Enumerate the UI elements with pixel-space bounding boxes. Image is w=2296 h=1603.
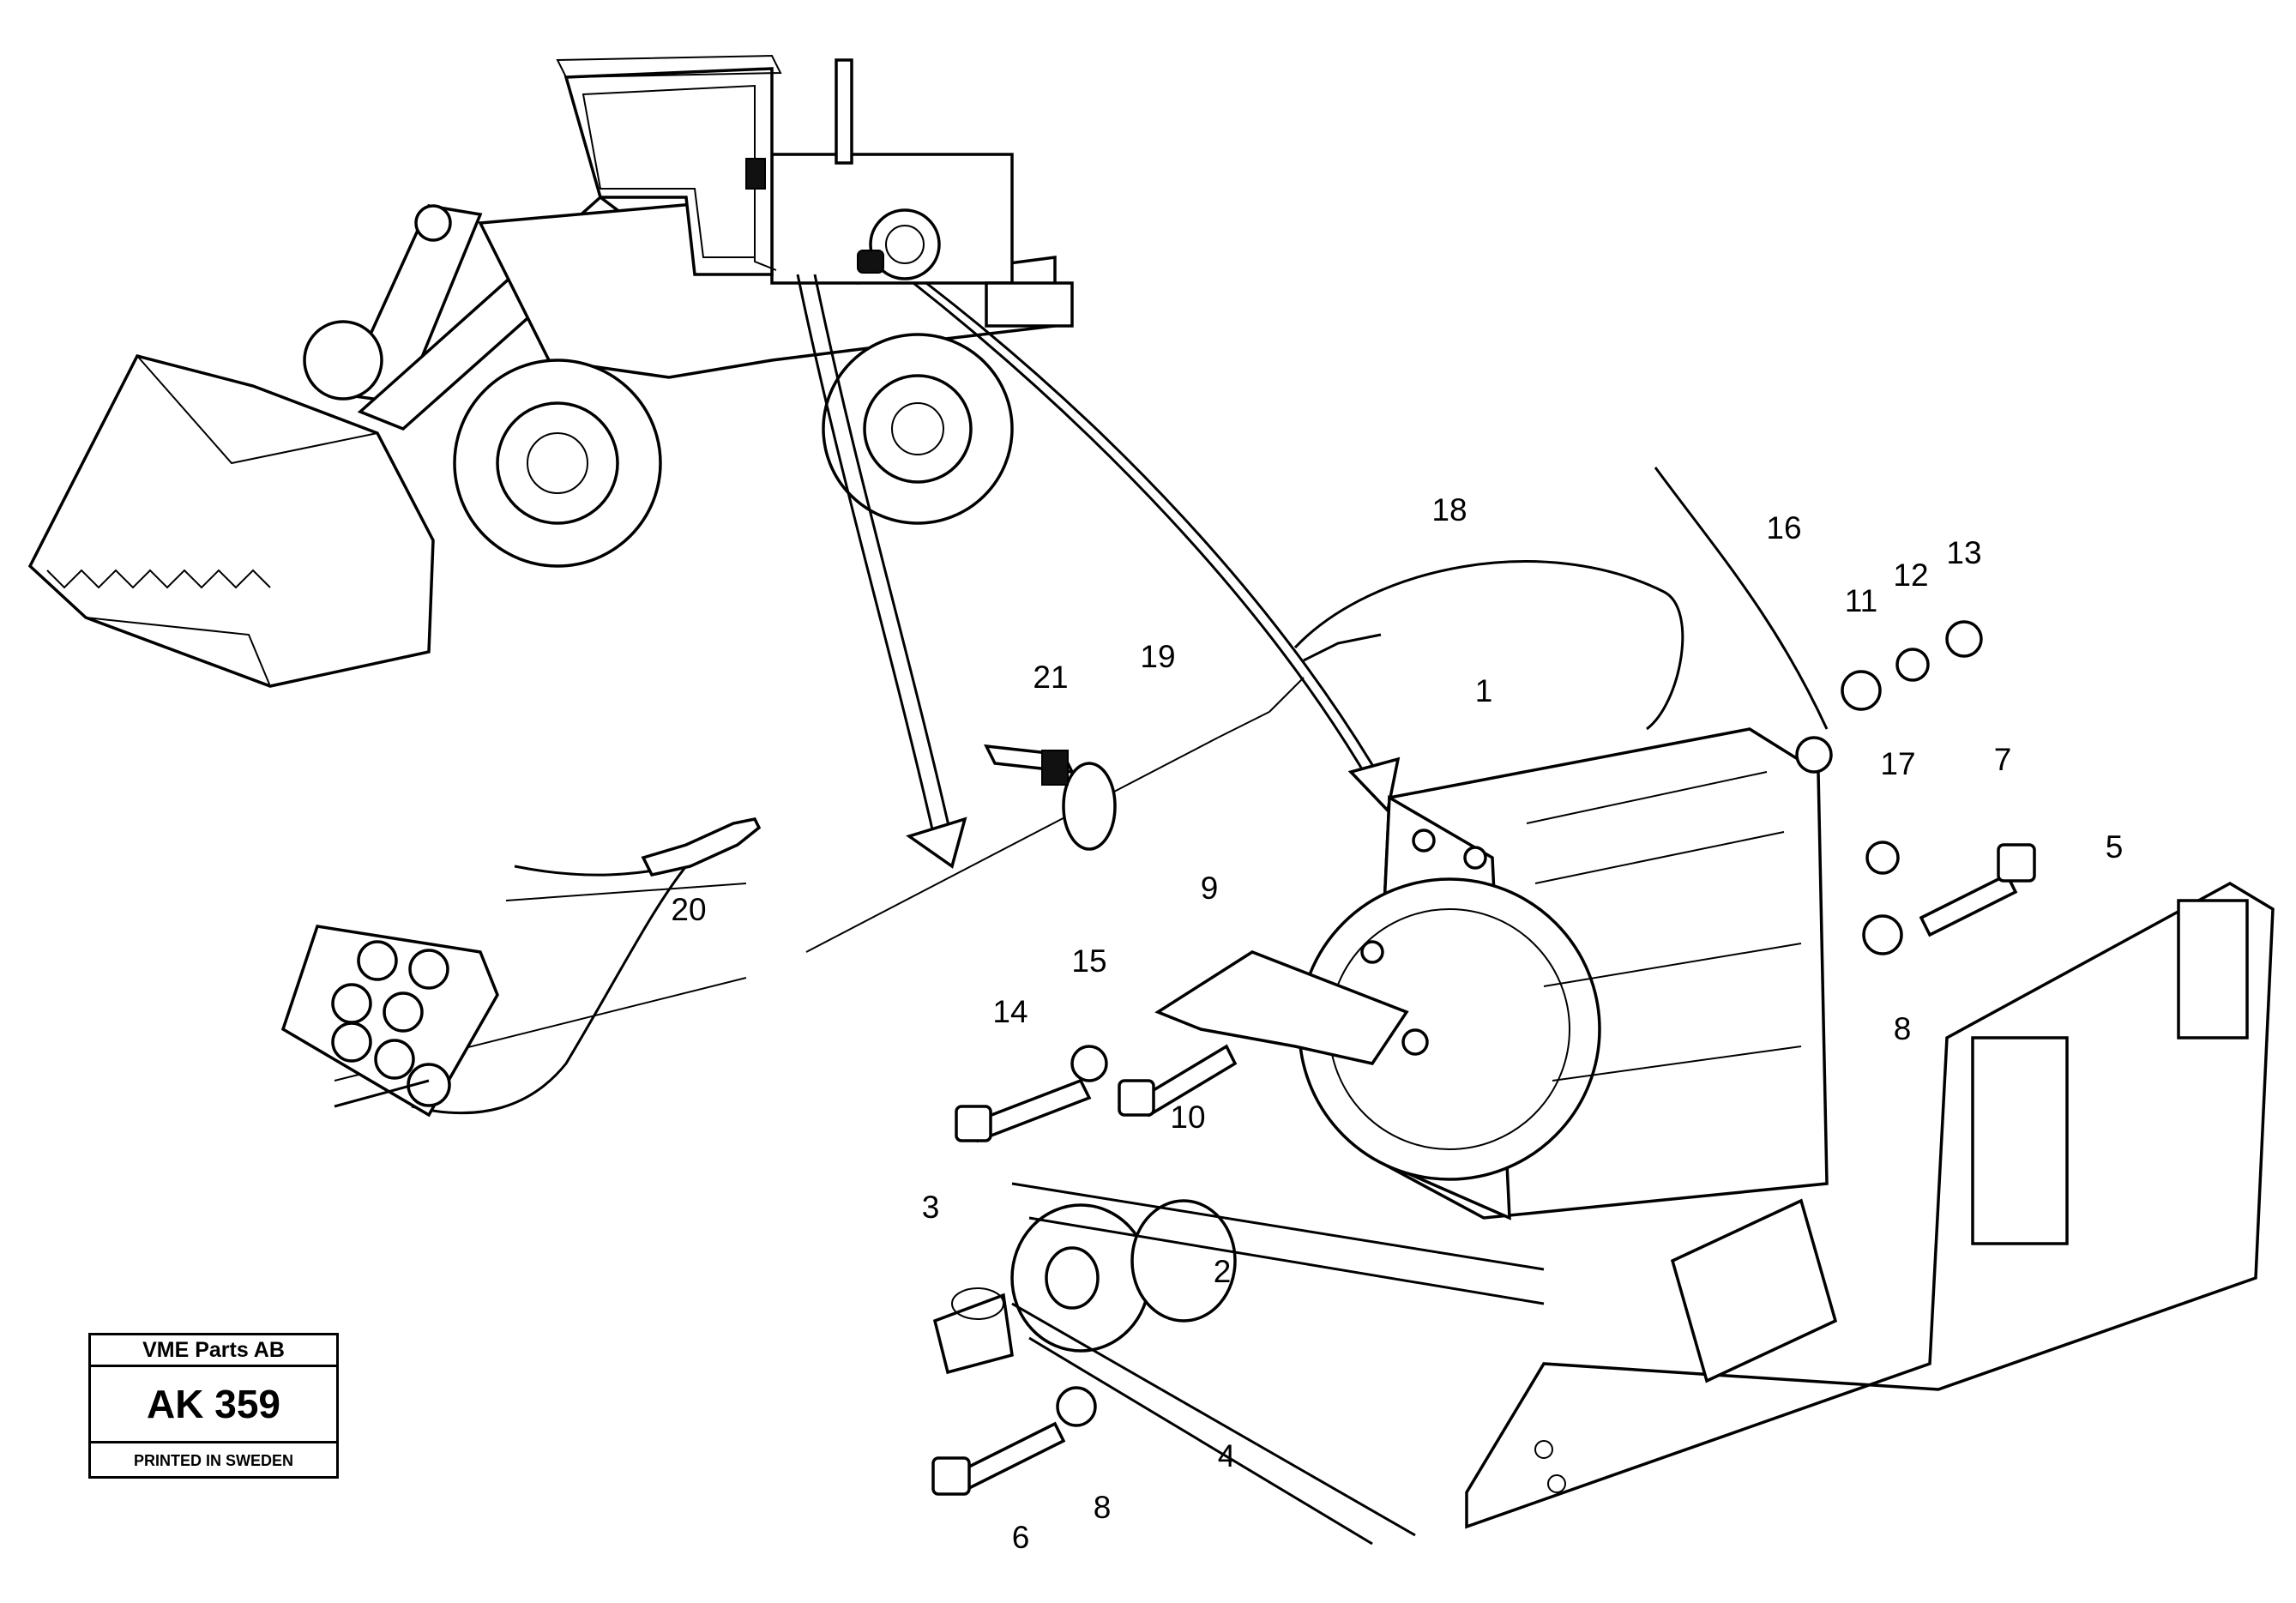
company-name: VME Parts AB bbox=[91, 1335, 336, 1367]
alternator bbox=[1298, 727, 1829, 1220]
callout-18: 18 bbox=[1431, 492, 1467, 527]
callout-21: 21 bbox=[1033, 660, 1068, 695]
callout-6: 6 bbox=[1012, 1520, 1030, 1555]
wiring-harness bbox=[334, 467, 1829, 1115]
callout-16: 16 bbox=[1766, 510, 1801, 545]
callout-9: 9 bbox=[1201, 871, 1219, 906]
wheel-loader-illustration bbox=[27, 54, 1074, 688]
printed-note: PRINTED IN SWEDEN bbox=[133, 1452, 293, 1469]
callout-10: 10 bbox=[1170, 1100, 1205, 1135]
bolts-and-washers bbox=[931, 620, 2036, 1496]
callout-15: 15 bbox=[1071, 943, 1106, 979]
callout-14: 14 bbox=[992, 994, 1027, 1029]
callout-11: 11 bbox=[1845, 583, 1877, 618]
info-box: VME Parts AB AK 359 PRINTED IN SWEDEN bbox=[88, 1333, 339, 1479]
pulley-assembly bbox=[932, 1182, 1545, 1546]
diagram-code: AK 359 bbox=[91, 1367, 336, 1443]
callout-13: 13 bbox=[1946, 535, 1981, 570]
leader-arrows bbox=[796, 274, 1401, 869]
callout-12: 12 bbox=[1893, 557, 1928, 593]
callout-1: 1 bbox=[1475, 673, 1493, 708]
callout-5: 5 bbox=[2106, 829, 2124, 865]
callout-8: 8 bbox=[1094, 1490, 1112, 1525]
callout-17: 17 bbox=[1880, 746, 1915, 781]
callout-20: 20 bbox=[671, 892, 706, 927]
callout-8: 8 bbox=[1894, 1011, 1912, 1046]
mounting-bracket bbox=[1465, 881, 2275, 1529]
callout-7: 7 bbox=[1994, 742, 2012, 777]
callout-2: 2 bbox=[1214, 1254, 1232, 1289]
junction-block bbox=[280, 925, 499, 1118]
callout-3: 3 bbox=[922, 1190, 940, 1225]
callout-4: 4 bbox=[1218, 1438, 1236, 1473]
bracket bbox=[1154, 950, 1409, 1065]
cable-tie bbox=[983, 744, 1117, 851]
callout-19: 19 bbox=[1140, 639, 1175, 674]
